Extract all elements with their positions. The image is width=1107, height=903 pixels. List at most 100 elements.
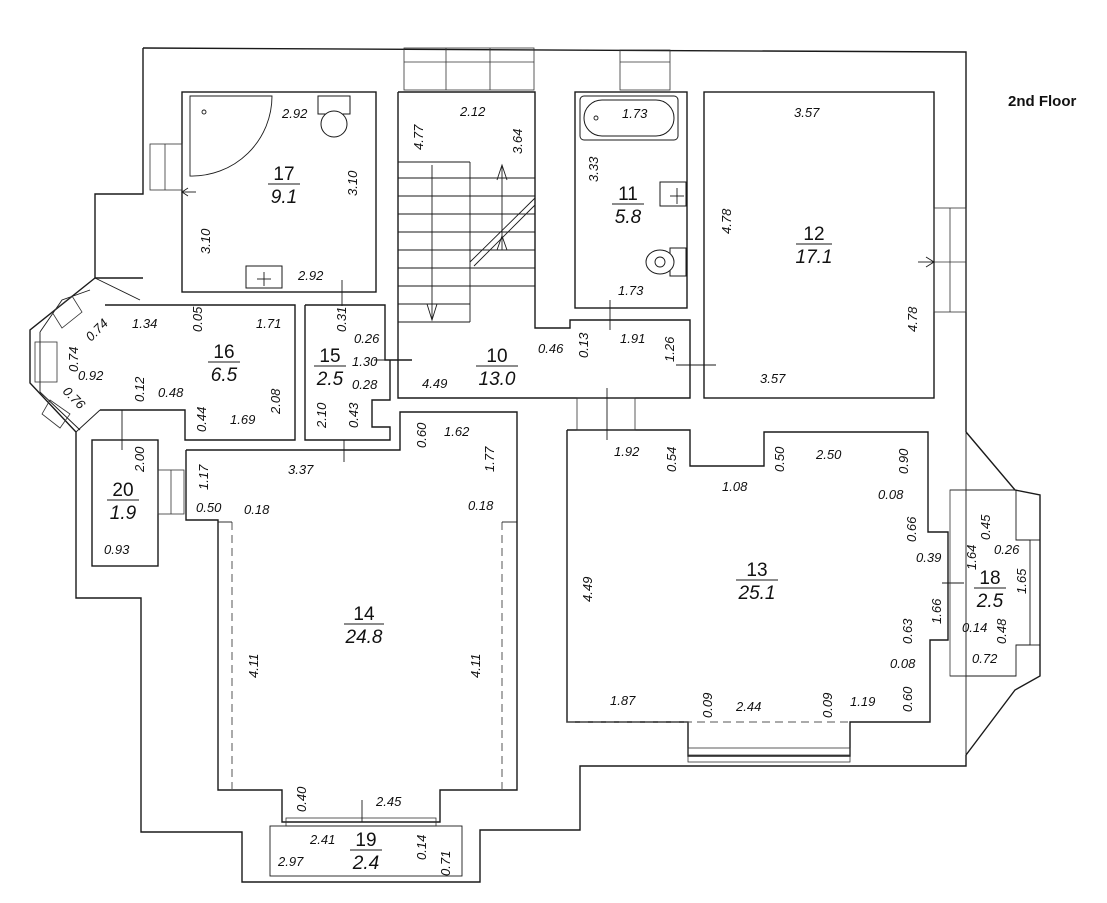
dimension-label: 2.92 xyxy=(297,268,324,283)
dimension-label: 3.57 xyxy=(794,105,820,120)
dimension-label: 2.00 xyxy=(132,446,147,473)
room-11-area: 5.8 xyxy=(615,207,642,228)
dimension-label: 0.08 xyxy=(890,656,916,671)
dimension-label: 1.17 xyxy=(196,464,211,490)
dimension-label: 2.50 xyxy=(815,447,842,462)
dimension-label: 1.91 xyxy=(620,331,645,346)
dimension-label: 0.93 xyxy=(104,542,130,557)
room-19-area: 2.4 xyxy=(352,853,379,874)
dimension-label: 1.66 xyxy=(929,598,944,624)
room-14-number: 14 xyxy=(353,604,375,625)
dimension-label: 1.87 xyxy=(610,693,636,708)
dimension-label: 2.12 xyxy=(459,104,486,119)
dimension-label: 0.72 xyxy=(972,651,998,666)
room-14-area: 24.8 xyxy=(345,627,383,648)
room-15-area: 2.5 xyxy=(316,369,344,390)
dimension-label: 0.14 xyxy=(414,835,429,860)
room-15-number: 15 xyxy=(319,346,340,367)
dimension-label: 3.33 xyxy=(586,156,601,182)
dimension-label: 4.11 xyxy=(246,654,261,678)
dimension-label: 0.43 xyxy=(346,402,361,428)
dimension-label: 0.74 xyxy=(66,347,81,372)
dimension-label: 0.45 xyxy=(978,514,993,540)
dimension-label: 0.60 xyxy=(900,686,915,712)
dimension-label: 0.09 xyxy=(700,693,715,718)
dimension-label: 0.48 xyxy=(994,618,1009,644)
dimension-label: 1.26 xyxy=(662,336,677,362)
dimension-label: 3.64 xyxy=(510,129,525,154)
room-13-area: 25.1 xyxy=(738,583,776,604)
room-16-number: 16 xyxy=(213,342,234,363)
room-10-area: 13.0 xyxy=(479,369,516,390)
dimension-label: 0.18 xyxy=(244,502,270,517)
room-10-number: 10 xyxy=(486,346,507,367)
dimension-label: 0.12 xyxy=(132,376,147,402)
dimension-label: 1.64 xyxy=(964,545,979,570)
room-13 xyxy=(566,388,967,763)
outer-walls xyxy=(29,47,967,883)
dimension-labels: 2.92 3.10 3.10 2.92 4.77 2.12 3.64 0.46 … xyxy=(60,104,1029,876)
room-20-number: 20 xyxy=(112,480,133,501)
dimension-label: 0.92 xyxy=(78,368,104,383)
room-13-number: 13 xyxy=(746,560,767,581)
room-12 xyxy=(703,91,967,399)
dimension-label: 0.76 xyxy=(60,384,89,413)
dimension-label: 1.08 xyxy=(722,479,748,494)
room-20 xyxy=(91,439,185,567)
dimension-label: 2.10 xyxy=(314,402,329,429)
room-18-area: 2.5 xyxy=(976,591,1004,612)
dimension-label: 4.78 xyxy=(719,208,734,234)
room-16-area: 6.5 xyxy=(211,365,238,386)
dimension-label: 0.39 xyxy=(916,550,941,565)
room-11-number: 11 xyxy=(618,184,638,205)
dimension-label: 3.57 xyxy=(760,371,786,386)
dimension-label: 0.71 xyxy=(438,851,453,876)
room-18-number: 18 xyxy=(979,568,1000,589)
dimension-label: 2.08 xyxy=(268,388,283,415)
dimension-label: 2.41 xyxy=(309,832,335,847)
dimension-label: 4.78 xyxy=(905,306,920,332)
dimension-label: 3.10 xyxy=(345,170,360,196)
dimension-label: 0.60 xyxy=(414,422,429,448)
dimension-label: 1.19 xyxy=(850,694,875,709)
room-17 xyxy=(149,91,377,306)
dimension-label: 1.73 xyxy=(618,283,644,298)
dimension-label: 4.49 xyxy=(580,577,595,602)
dimension-label: 0.46 xyxy=(538,341,564,356)
dimension-label: 0.31 xyxy=(334,307,349,332)
dimension-label: 2.45 xyxy=(375,794,402,809)
room-11 xyxy=(574,91,688,309)
dimension-label: 1.65 xyxy=(1014,568,1029,594)
dimension-label: 0.74 xyxy=(83,316,112,345)
dimension-label: 0.50 xyxy=(196,500,222,515)
dimension-label: 2.44 xyxy=(735,699,761,714)
dimension-label: 4.49 xyxy=(422,376,447,391)
dimension-label: 1.30 xyxy=(352,354,378,369)
dimension-label: 4.11 xyxy=(468,654,483,678)
dimension-label: 0.13 xyxy=(576,332,591,358)
dimension-label: 1.34 xyxy=(132,316,157,331)
dimension-label: 0.08 xyxy=(878,487,904,502)
dimension-label: 0.18 xyxy=(468,498,494,513)
dimension-label: 0.40 xyxy=(294,786,309,812)
dimension-label: 0.63 xyxy=(900,618,915,644)
dimension-label: 0.48 xyxy=(158,385,184,400)
bay-window-left xyxy=(34,277,141,431)
dimension-label: 0.26 xyxy=(354,331,380,346)
room-10 xyxy=(374,91,716,399)
room-19 xyxy=(269,825,463,877)
dimension-label: 0.05 xyxy=(190,306,205,332)
dimension-label: 0.28 xyxy=(352,377,378,392)
room-17-area: 9.1 xyxy=(271,187,297,208)
room-12-number: 12 xyxy=(803,224,824,245)
room-labels: 17 9.1 16 6.5 15 2.5 10 13.0 11 5.8 12 1… xyxy=(107,164,1006,874)
dimension-label: 0.50 xyxy=(772,446,787,472)
dimension-label: 1.71 xyxy=(256,316,281,331)
room-14 xyxy=(185,411,518,827)
dimension-label: 0.09 xyxy=(820,693,835,718)
dimension-label: 2.97 xyxy=(277,854,304,869)
dimension-label: 1.69 xyxy=(230,412,255,427)
room-16 xyxy=(75,304,296,450)
dimension-label: 3.10 xyxy=(198,228,213,254)
